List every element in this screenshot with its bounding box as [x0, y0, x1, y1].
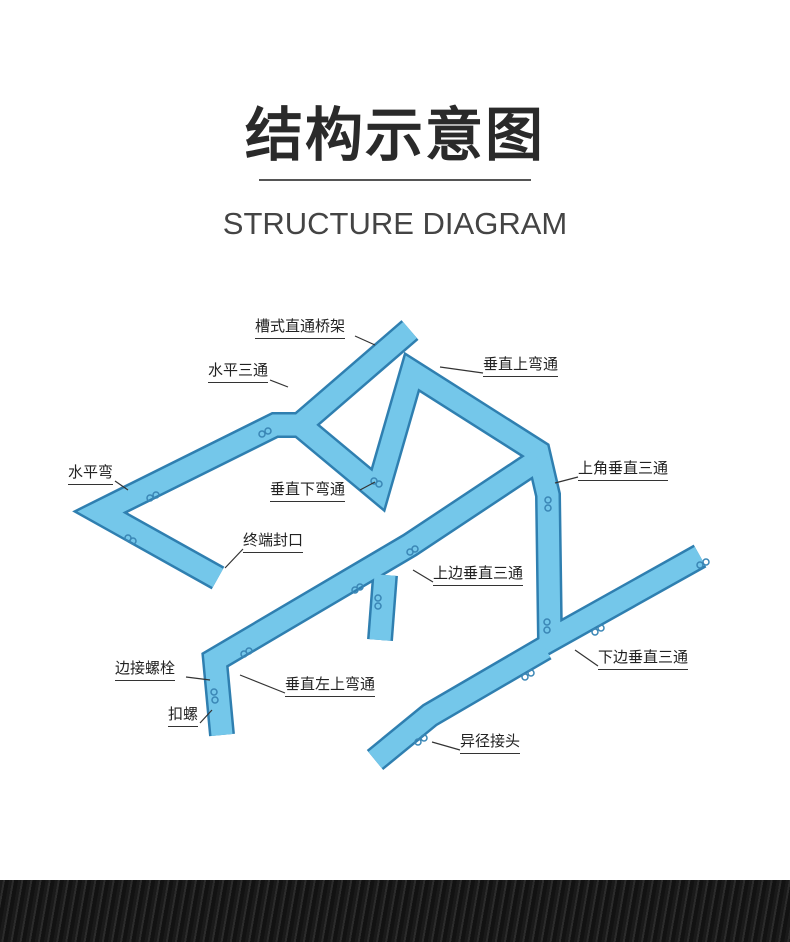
- label-vertical-up-bend: 垂直上弯通: [483, 353, 559, 377]
- label-straight-tray: 槽式直通桥架: [255, 315, 346, 339]
- tray-bolts: [124, 427, 710, 746]
- label-vertical-left-up-bend: 垂直左上弯通: [285, 673, 376, 697]
- page-subtitle: STRUCTURE DIAGRAM: [222, 206, 568, 241]
- label-horizontal-bend: 水平弯: [68, 461, 114, 485]
- label-reducer: 异径接头: [460, 730, 521, 754]
- footer-texture-band: [0, 880, 790, 942]
- title-divider: [259, 179, 531, 181]
- label-clip-nut: 扣螺: [168, 703, 199, 727]
- label-joint-bolt: 边接螺栓: [115, 657, 176, 681]
- leader-lines: [114, 335, 599, 751]
- label-bottom-side-vertical-tee: 下边垂直三通: [598, 646, 689, 670]
- label-end-cap: 终端封口: [243, 529, 304, 553]
- label-top-side-vertical-tee: 上边垂直三通: [433, 562, 524, 586]
- label-vertical-down-bend: 垂直下弯通: [270, 478, 346, 502]
- label-top-corner-vertical-tee: 上角垂直三通: [578, 457, 669, 481]
- label-horizontal-tee: 水平三通: [208, 359, 269, 383]
- page-title: 结构示意图: [244, 101, 545, 169]
- tray-body: [77, 322, 706, 769]
